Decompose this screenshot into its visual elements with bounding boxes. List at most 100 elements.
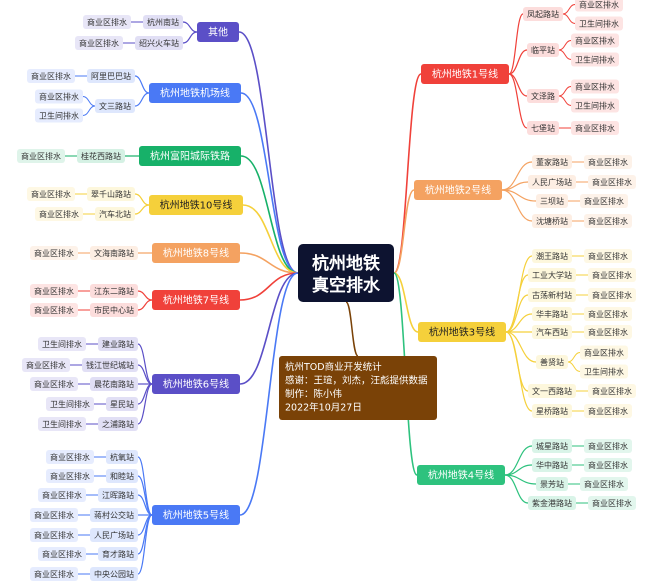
drainage-item: 商业区排水 (30, 508, 78, 522)
drainage-item-label: 卫生间排水 (584, 366, 624, 376)
branch-l3: 杭州地铁3号线 (418, 322, 506, 342)
branch-connector (393, 73, 422, 274)
station-node: 文三路站 (95, 99, 135, 113)
station-node-label: 建业路站 (102, 339, 134, 349)
station-node-box (95, 99, 135, 113)
drainage-item-label: 商业区排水 (21, 151, 61, 161)
branch-connector (240, 92, 299, 274)
station-node-label: 潮王路站 (536, 251, 568, 261)
branch-connector (239, 272, 299, 385)
branch-l5: 杭州地铁5号线 (152, 505, 240, 525)
station-node: 汽车北站 (95, 207, 135, 221)
drainage-item-box (83, 15, 131, 29)
branch-l6-box (152, 374, 240, 394)
station-connector (134, 92, 150, 107)
drainage-item-box (588, 288, 636, 302)
credits-connector (345, 301, 359, 357)
branch-l4-label: 杭州地铁4号线 (428, 469, 494, 482)
station-node-box (532, 404, 572, 418)
station-node-box (77, 149, 125, 163)
station-node-label: 三坝站 (540, 196, 564, 206)
drainage-item: 商业区排水 (75, 36, 123, 50)
branch-l6: 杭州地铁6号线 (152, 374, 240, 394)
drainage-item-box (38, 547, 86, 561)
branch-fuyang-box (139, 146, 241, 166)
station-node-box (528, 268, 576, 282)
branch-l10-box (149, 195, 243, 215)
station-node-label: 汽车北站 (99, 209, 131, 219)
station-node-label: 翠千山路站 (91, 189, 131, 199)
item-connector (558, 95, 572, 106)
station-node-box (98, 417, 138, 431)
drainage-item-box (46, 450, 94, 464)
drainage-item-box (575, 16, 623, 31)
branch-connector (239, 272, 299, 516)
drainage-item: 卫生间排水 (580, 364, 628, 379)
drainage-item: 商业区排水 (584, 249, 632, 263)
station-node-label: 汽车西站 (536, 327, 568, 337)
station-node-box (98, 488, 138, 502)
drainage-item: 商业区排水 (38, 547, 86, 561)
drainage-item-label: 商业区排水 (588, 309, 628, 319)
station-node: 紫金港路站 (528, 496, 576, 510)
station-node-label: 中央公园站 (94, 569, 134, 579)
station-node-box (90, 284, 138, 298)
station-node-box (90, 377, 138, 391)
drainage-item: 商业区排水 (588, 268, 636, 282)
station-node: 育才路站 (98, 547, 138, 561)
drainage-item-box (580, 194, 628, 208)
drainage-item-label: 商业区排水 (34, 248, 74, 258)
drainage-item-box (571, 79, 619, 94)
drainage-item-box (30, 377, 78, 391)
item-connector (558, 40, 572, 51)
drainage-item-label: 卫生间排水 (575, 100, 615, 110)
station-node-label: 杭州南站 (147, 17, 179, 27)
drainage-item-box (22, 358, 70, 372)
credits-note-box (279, 356, 437, 420)
station-node-label: 人民广场站 (94, 530, 134, 540)
station-node: 翠千山路站 (87, 187, 135, 201)
drainage-item-label: 商业区排水 (579, 0, 619, 9)
drainage-item-box (588, 384, 636, 398)
station-node-label: 城星路站 (536, 441, 568, 451)
branch-other-label: 其他 (208, 26, 228, 39)
station-node: 文一西路站 (528, 384, 576, 398)
drainage-item: 商业区排水 (30, 246, 78, 260)
drainage-item-label: 卫生间排水 (579, 18, 619, 28)
station-connector (137, 383, 153, 425)
drainage-item: 卫生间排水 (46, 397, 94, 411)
drainage-item-label: 商业区排水 (588, 216, 628, 226)
station-connector (508, 73, 528, 129)
station-node: 工业大学站 (528, 268, 576, 282)
station-node: 蒋村公交站 (90, 508, 138, 522)
station-connector (137, 290, 153, 301)
station-node: 古荡新村站 (528, 288, 576, 302)
station-node: 阿里巴巴站 (87, 69, 135, 83)
station-node-label: 景芳站 (540, 479, 564, 489)
station-node: 凤起路站 (523, 7, 563, 21)
branch-l3-box (418, 322, 506, 342)
drainage-item-box (38, 417, 86, 431)
station-node: 建业路站 (98, 337, 138, 351)
drainage-item-label: 商业区排水 (588, 441, 628, 451)
station-node: 江东二路站 (90, 284, 138, 298)
station-node-box (98, 547, 138, 561)
branch-other-box (197, 22, 239, 42)
drainage-item: 商业区排水 (30, 303, 78, 317)
station-node: 之浦路站 (98, 417, 138, 431)
station-node-box (90, 508, 138, 522)
drainage-item: 商业区排水 (588, 384, 636, 398)
drainage-item-box (584, 404, 632, 418)
branch-fuyang: 杭州富阳城际铁路 (139, 146, 241, 166)
drainage-item-box (30, 246, 78, 260)
drainage-item-label: 卫生间排水 (575, 54, 615, 64)
station-node-label: 凤起路站 (527, 9, 559, 19)
drainage-item-box (35, 207, 83, 221)
station-connector (508, 73, 528, 97)
branch-fuyang-label: 杭州富阳城际铁路 (150, 150, 230, 163)
drainage-item: 卫生间排水 (38, 417, 86, 431)
credits-line: 杭州TOD商业开发统计 (285, 361, 382, 373)
branch-connector (238, 31, 299, 274)
station-node: 城星路站 (532, 439, 572, 453)
